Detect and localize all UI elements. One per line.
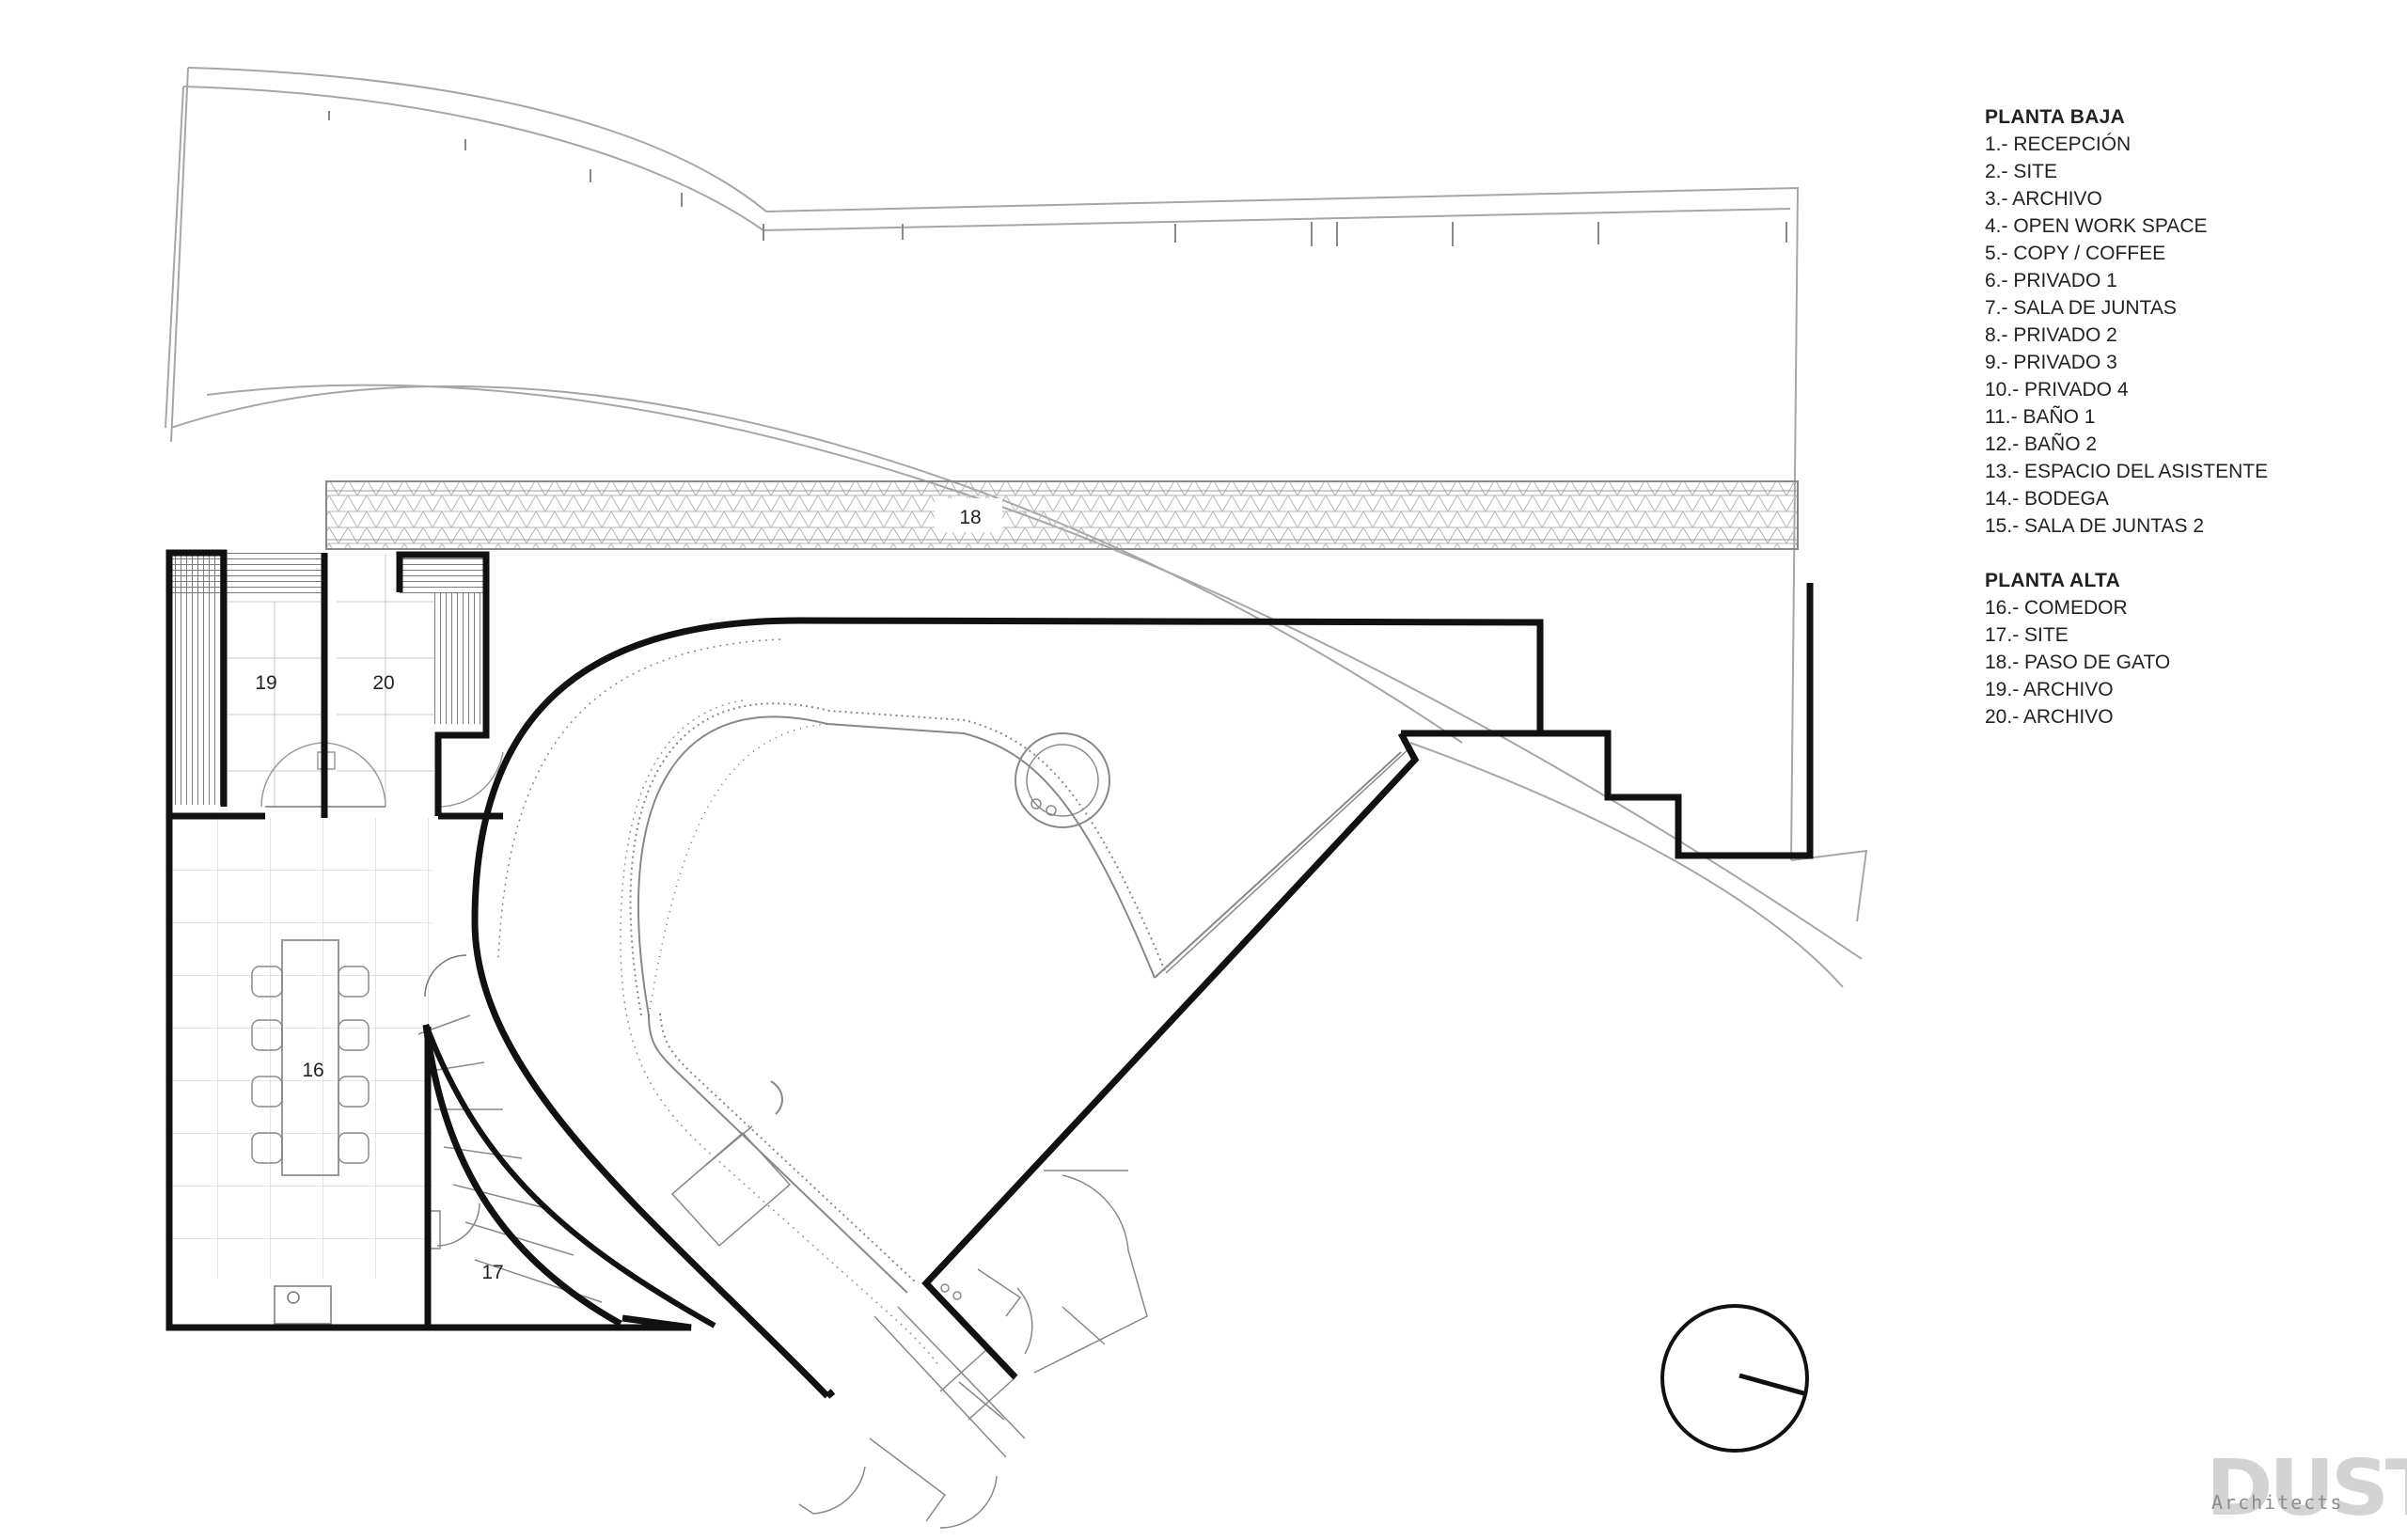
dining-room-16 [167,818,467,1325]
north-arrow-icon [1660,1304,1809,1453]
legend-item: 2.- SITE [1985,161,2058,182]
entrance-doors [670,1125,1148,1529]
room-label-20: 20 [372,672,394,694]
legend-item: 19.- ARCHIVO [1985,679,2114,700]
legend-item: 16.- COMEDOR [1985,597,2128,619]
room-legend: PLANTA BAJA 1.- RECEPCIÓN 2.- SITE 3.- A… [1985,103,2268,731]
stair-and-site-17 [417,1014,603,1303]
legend-item: 13.- ESPACIO DEL ASISTENTE [1985,461,2269,482]
stair-inner-curve [423,1023,716,1328]
legend-item: 9.- PRIVADO 3 [1985,352,2117,373]
legend-item: 4.- OPEN WORK SPACE [1985,215,2208,237]
legend-spacer [1985,540,2268,567]
dust-architects-logo: DUST Architects [2206,1444,2407,1533]
structural-walls [165,549,1814,1399]
roof-ticks [328,111,1787,246]
logo-wordmark: DUST [2206,1444,2407,1533]
catwalk-18 [325,480,1799,550]
room-label-18: 18 [959,507,981,528]
room-label-19: 19 [255,672,276,694]
open-void-railing [497,638,1411,1369]
legend-item: 15.- SALA DE JUNTAS 2 [1985,515,2205,537]
legend-item: 14.- BODEGA [1985,488,2109,510]
legend-item: 20.- ARCHIVO [1985,706,2114,728]
legend-item: 11.- BAÑO 1 [1985,406,2096,428]
legend-item: 7.- SALA DE JUNTAS [1985,297,2177,319]
room-labels: 18 19 20 16 17 [255,507,981,1283]
legend-item: 6.- PRIVADO 1 [1985,270,2117,291]
legend-item: 1.- RECEPCIÓN [1985,134,2132,155]
legend-item: 8.- PRIVADO 2 [1985,324,2117,346]
legend-heading-upper-floor: PLANTA ALTA [1985,570,2121,591]
legend-item: 3.- ARCHIVO [1985,188,2102,210]
legend-item: 12.- BAÑO 2 [1985,433,2098,455]
legend-item: 17.- SITE [1985,624,2069,646]
legend-heading-ground-floor: PLANTA BAJA [1985,106,2126,128]
room-label-17: 17 [481,1262,503,1283]
legend-item: 10.- PRIVADO 4 [1985,379,2129,401]
logo-subtitle: Architects [2211,1491,2344,1514]
room-label-16: 16 [302,1060,323,1081]
archive-rooms [169,553,504,808]
legend-item: 18.- PASO DE GATO [1985,652,2171,673]
legend-item: 5.- COPY / COFFEE [1985,243,2166,264]
